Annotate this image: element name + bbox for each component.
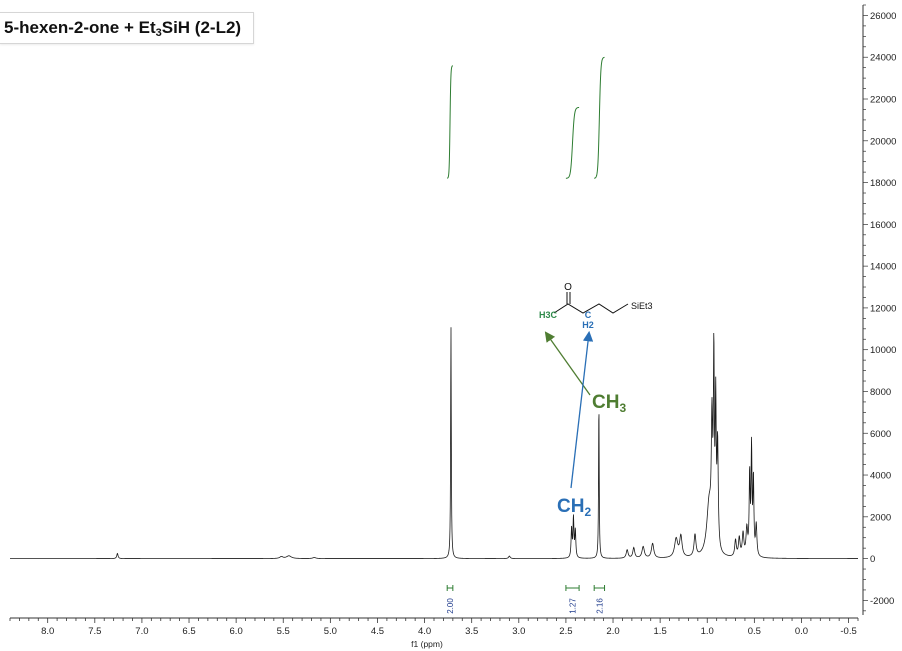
x-tick-label: 8.0 [41, 626, 54, 637]
triethylsilyl-label: SiEt3 [631, 301, 653, 311]
x-tick-label: 0.5 [748, 626, 761, 637]
y-tick-label: -2000 [870, 596, 894, 607]
x-tick-label: 2.0 [606, 626, 619, 637]
x-tick-label: 6.5 [182, 626, 195, 637]
ch2-label-main: CH [557, 496, 585, 517]
carbonyl-oxygen: O [564, 282, 572, 293]
title-subscript: 3 [155, 27, 162, 39]
y-tick-label: 0 [870, 554, 875, 565]
spectrum-trace [10, 327, 858, 559]
y-tick-label: 10000 [870, 345, 896, 356]
y-tick-label: 16000 [870, 220, 896, 231]
x-tick-label: 4.0 [418, 626, 431, 637]
y-tick-label: 26000 [870, 11, 896, 22]
integral-curve [447, 65, 453, 179]
ch3-label-sub: 3 [619, 401, 627, 415]
x-tick-label: 3.5 [465, 626, 478, 637]
x-tick-label: 7.5 [88, 626, 101, 637]
x-tick-label: 1.0 [701, 626, 714, 637]
ch2-label: CH2 [557, 496, 591, 519]
y-tick-label: 12000 [870, 303, 896, 314]
x-axis-label: f1 (ppm) [411, 639, 443, 649]
y-tick-label: 8000 [870, 387, 891, 398]
molecule-structure: O H3C C H2 SiEt3 [539, 282, 653, 330]
x-tick-label: 0.0 [795, 626, 808, 637]
y-tick-label: 6000 [870, 429, 891, 440]
y-tick-label: 22000 [870, 95, 896, 106]
ch2-hydrogen-label: H2 [582, 320, 594, 330]
molecule-bonds [553, 303, 629, 314]
integral-curve [594, 56, 605, 179]
x-tick-label: 7.0 [135, 626, 148, 637]
ch2-arrow [570, 330, 594, 489]
y-tick-label: 18000 [870, 178, 896, 189]
y-tick-label: 14000 [870, 262, 896, 273]
title-main: 5-hexen-2-one + Et [4, 18, 156, 37]
integral-value: 2.00 [446, 598, 455, 614]
x-tick-label: 1.5 [654, 626, 667, 637]
ch2-label-sub: 2 [584, 505, 592, 519]
y-tick-label: 2000 [870, 512, 891, 523]
x-tick-label: 5.5 [277, 626, 290, 637]
x-tick-label: 5.0 [324, 626, 337, 637]
y-tick-label: 20000 [870, 136, 896, 147]
title-rest: SiH (2-L2) [161, 18, 242, 37]
ch2-carbon-label: C [585, 310, 592, 320]
integral-curve [565, 106, 580, 179]
x-tick-label: 4.5 [371, 626, 384, 637]
chart-title: 5-hexen-2-one + Et3SiH (2-L2) [0, 12, 255, 44]
integral-value: 1.27 [569, 598, 578, 614]
y-tick-label: 24000 [870, 53, 896, 64]
y-tick-label: 4000 [870, 471, 891, 482]
integral-value: 2.16 [595, 598, 604, 614]
x-tick-label: 2.5 [559, 626, 572, 637]
x-tick-label: 3.0 [512, 626, 525, 637]
ch3-label: CH3 [592, 392, 626, 415]
h3c-label: H3C [539, 310, 558, 320]
ch3-label-main: CH [592, 392, 620, 413]
x-tick-label: 6.0 [230, 626, 243, 637]
x-tick-label: -0.5 [840, 626, 856, 637]
